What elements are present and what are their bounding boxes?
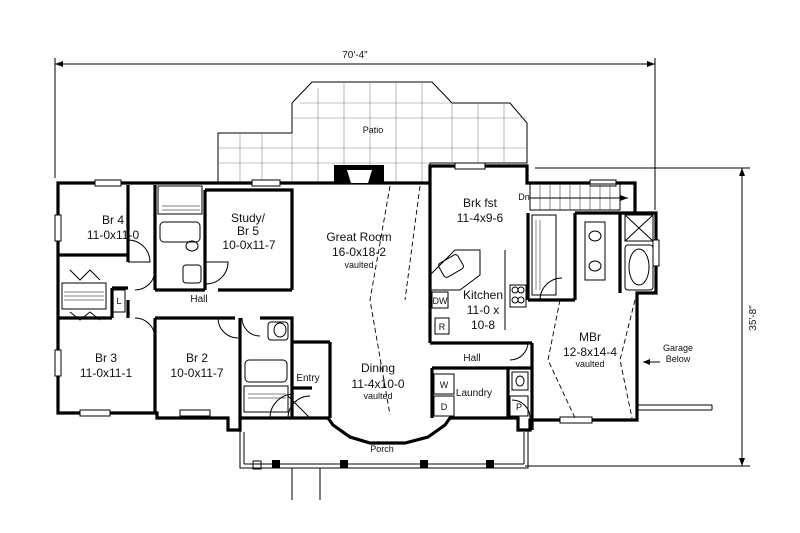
- patio-area: Patio: [217, 81, 528, 184]
- pantry-label: P: [516, 402, 522, 412]
- kitchen-size2: 10-8: [471, 318, 495, 332]
- dining-note: vaulted: [363, 391, 392, 401]
- depth-label: 35'-8": [748, 305, 759, 331]
- mbr-size: 12-8x14-4: [563, 345, 617, 359]
- brk-fst-size: 11-4x9-6: [457, 211, 504, 225]
- stairs: Dn: [518, 183, 628, 211]
- porch-area: Porch: [239, 430, 529, 500]
- stairs-down-label: Dn: [518, 192, 530, 202]
- exterior-wall: [56, 164, 658, 445]
- br2-name: Br 2: [186, 351, 208, 365]
- doors: [127, 239, 563, 419]
- mbr-note: vaulted: [575, 359, 604, 369]
- width-label: 70'-4": [342, 50, 368, 61]
- great-room-note: vaulted: [344, 260, 373, 270]
- width-dimension: 70'-4": [54, 50, 656, 210]
- br4-size: 11-0x11-0: [87, 228, 140, 242]
- dryer-label: D: [441, 402, 448, 412]
- study-size: 10-0x11-7: [222, 238, 275, 252]
- garage-label-line1: Garage: [663, 343, 693, 353]
- windows: [54, 162, 660, 424]
- porch-label: Porch: [370, 444, 394, 454]
- great-room-size: 16-0x18-2: [332, 245, 386, 259]
- interior-walls: [58, 183, 636, 430]
- study-name2: Br 5: [237, 224, 259, 238]
- garage-indicator: Garage Below: [637, 343, 713, 411]
- vault-lines: [329, 185, 636, 419]
- dishwasher-label: DW: [433, 296, 448, 306]
- laundry-fixtures: W D P: [433, 371, 529, 417]
- br2-size: 10-0x11-7: [170, 366, 223, 380]
- linen-label: L: [116, 296, 121, 306]
- study-name1: Study/: [231, 211, 266, 225]
- refrigerator-label: R: [439, 322, 446, 332]
- garage-label-line2: Below: [666, 354, 691, 364]
- depth-dimension: 35'-8": [525, 167, 759, 467]
- kitchen-fixtures: DW R: [429, 249, 527, 335]
- kitchen-size1: 11-0 x: [467, 303, 499, 317]
- hall-right-label: Hall: [463, 353, 480, 364]
- washer-label: W: [440, 380, 449, 390]
- brk-fst-name: Brk fst: [463, 196, 498, 210]
- fireplace: [334, 165, 384, 183]
- patio-label: Patio: [363, 125, 384, 135]
- br4-name: Br 4: [102, 213, 124, 227]
- laundry-label: Laundry: [456, 388, 492, 399]
- mbr-name: MBr: [579, 330, 601, 344]
- entry-label: Entry: [296, 373, 319, 384]
- room-labels: Br 4 11-0x11-0 Study/ Br 5 10-0x11-7 Gre…: [80, 196, 617, 401]
- master-bath-fixtures: [531, 214, 654, 296]
- dining-size: 11-4x10-0: [351, 377, 404, 391]
- hall-left-label: Hall: [190, 294, 207, 305]
- kitchen-name: Kitchen: [463, 288, 503, 302]
- dining-name: Dining: [361, 361, 395, 375]
- closet-fixtures-left: L: [61, 185, 289, 413]
- br3-size: 11-0x11-1: [80, 366, 133, 380]
- great-room-name: Great Room: [326, 230, 391, 244]
- br3-name: Br 3: [95, 351, 117, 365]
